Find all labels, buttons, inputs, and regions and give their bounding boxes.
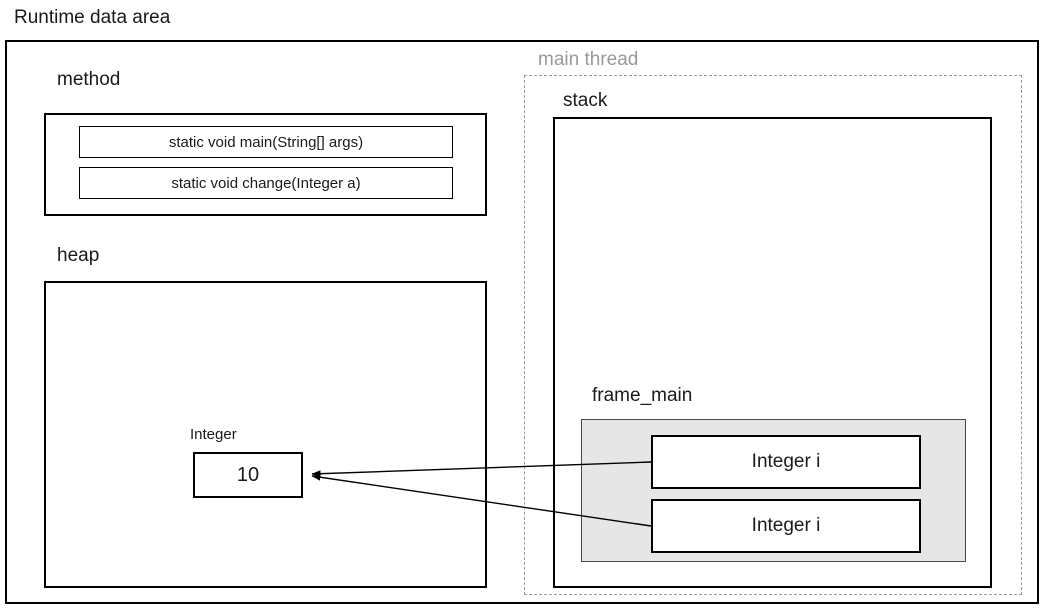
method-area-label: method	[57, 69, 121, 90]
main-thread-box	[524, 75, 1022, 595]
heap-area-label: heap	[57, 245, 100, 266]
frame-slot-integer-i: Integer i	[651, 499, 921, 553]
runtime-data-area-frame	[5, 40, 1039, 604]
frame-main-label: frame_main	[592, 385, 693, 406]
method-entry: static void main(String[] args)	[79, 126, 453, 158]
main-thread-label: main thread	[538, 49, 639, 70]
method-entry: static void change(Integer a)	[79, 167, 453, 199]
heap-integer-10: 10	[193, 452, 303, 498]
frame-slot-integer-i: Integer i	[651, 435, 921, 489]
heap-area-box	[44, 281, 487, 588]
diagram-title: Runtime data area	[14, 7, 171, 28]
heap-object-type-label: Integer	[190, 426, 237, 443]
stack-box	[553, 117, 992, 588]
stack-label: stack	[563, 90, 608, 111]
method-area-box	[44, 113, 487, 216]
